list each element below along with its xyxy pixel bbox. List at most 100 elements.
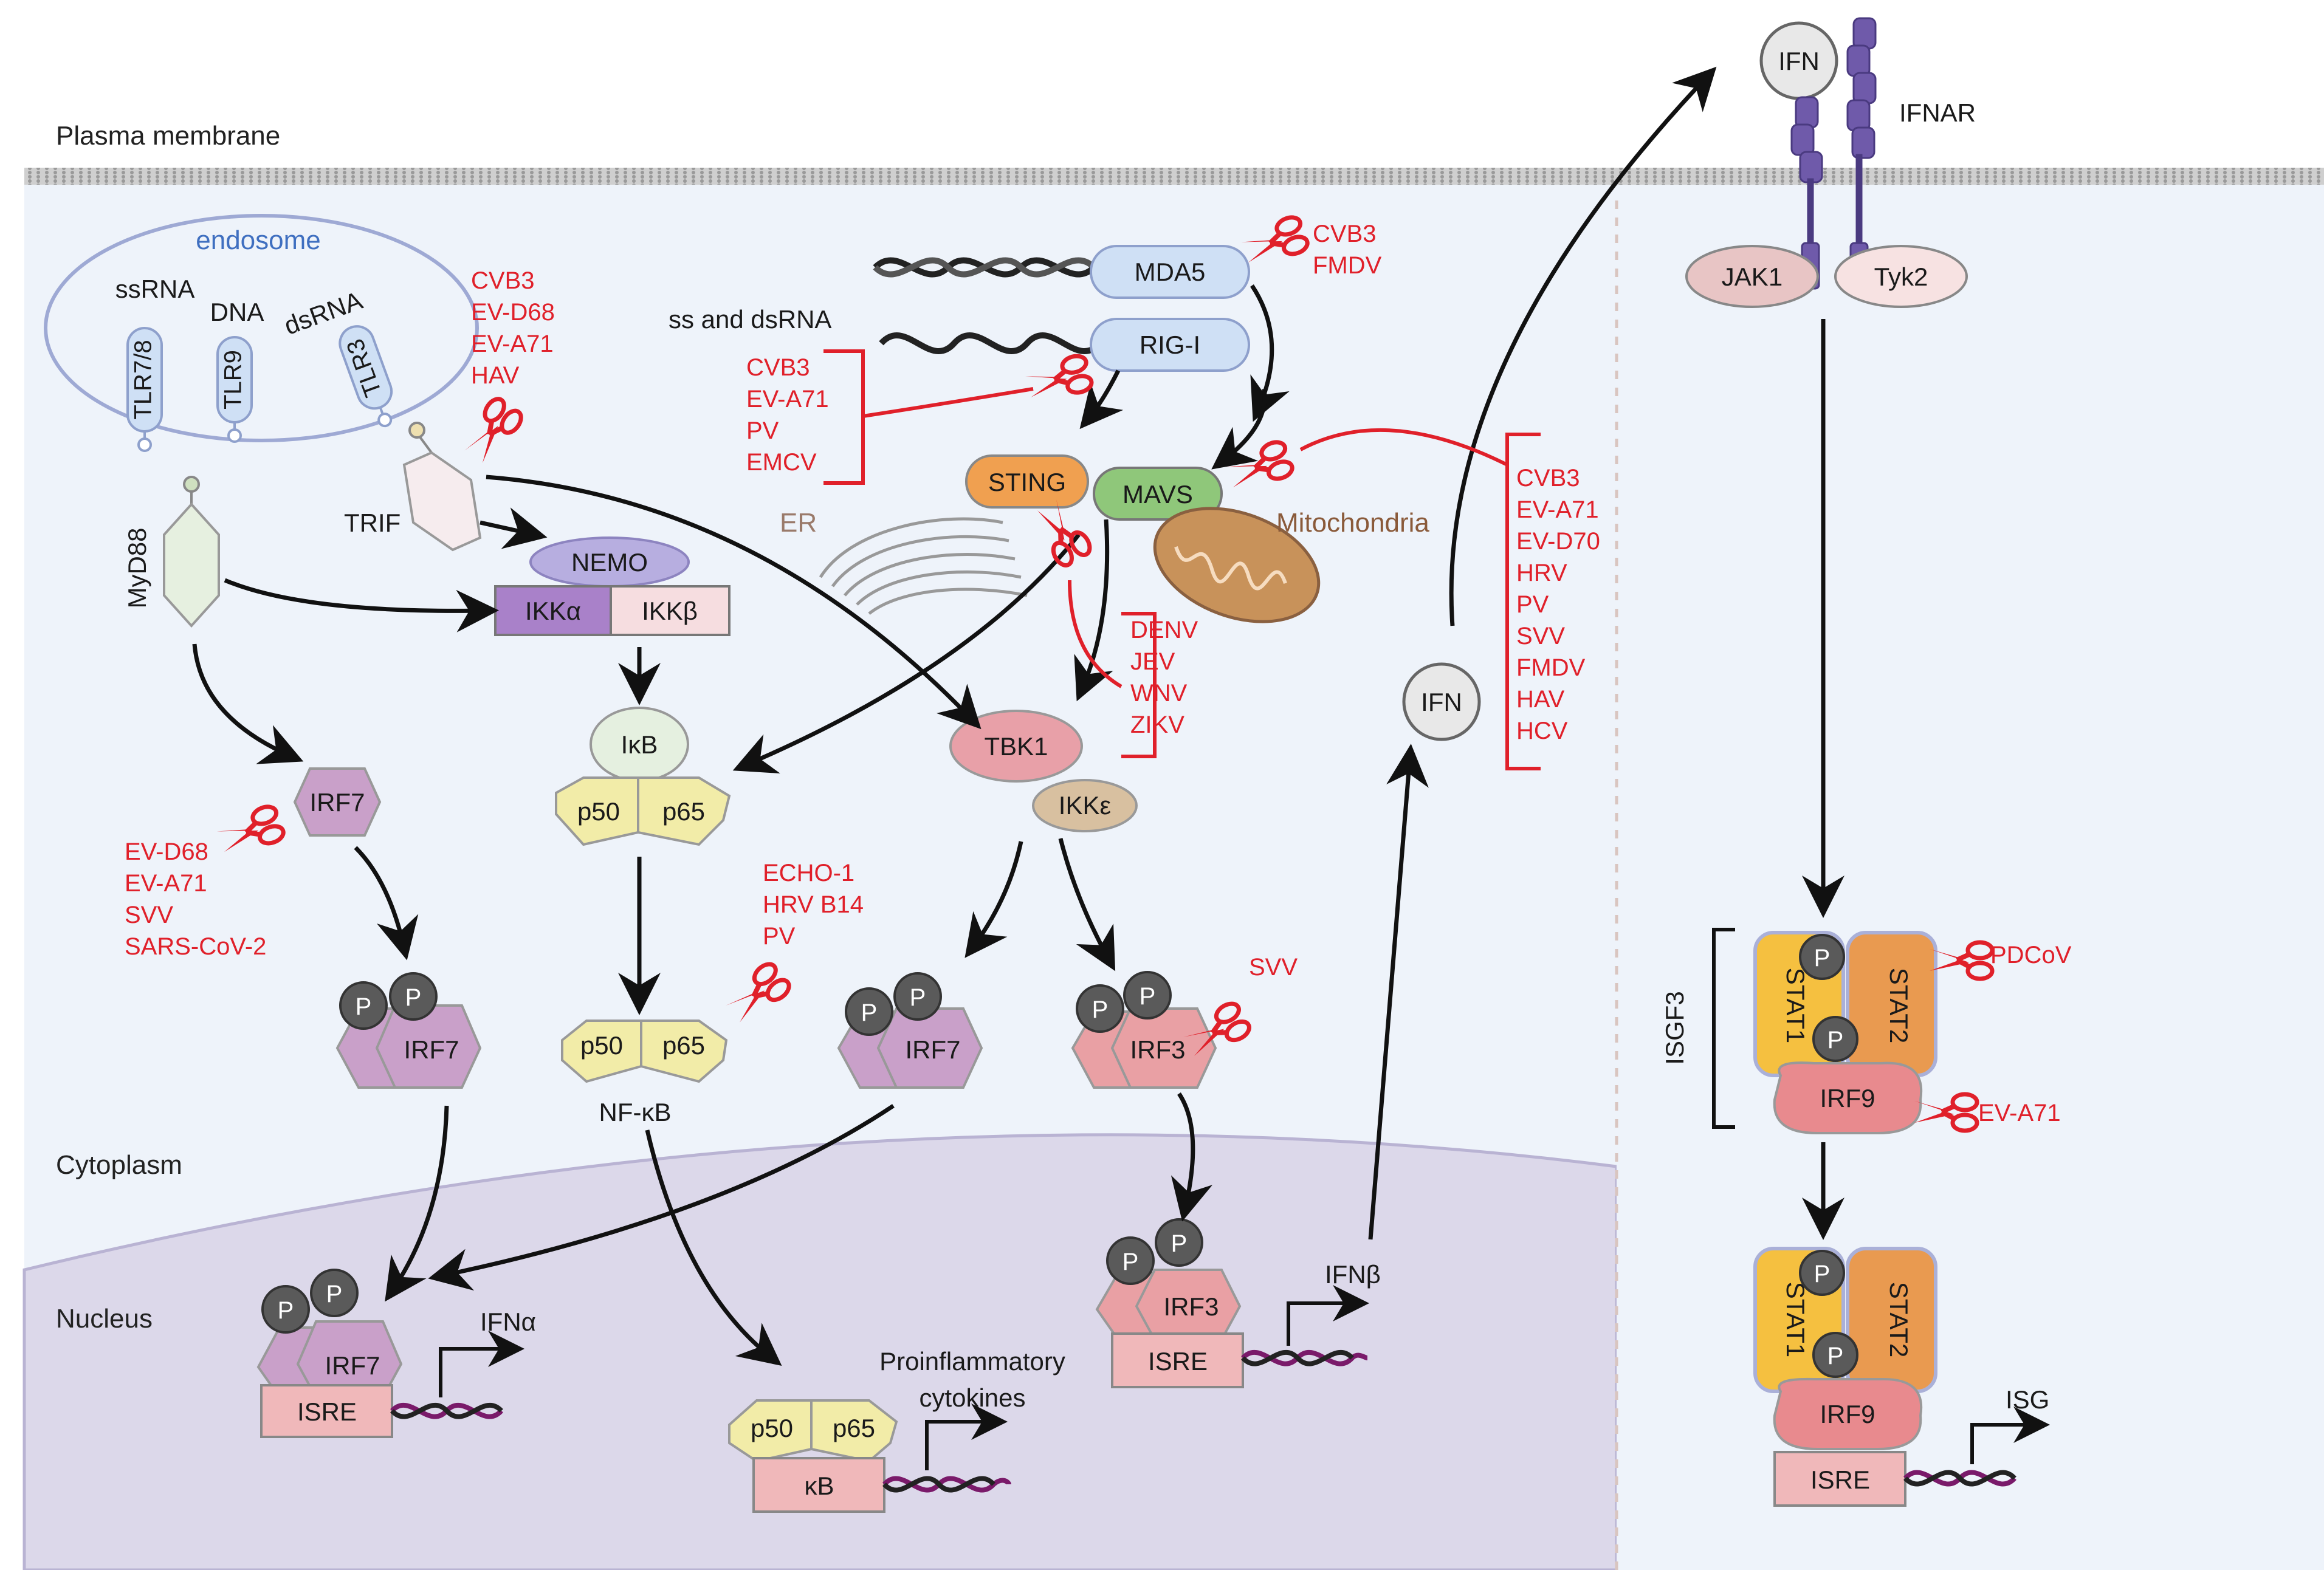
- plasma-membrane-label: Plasma membrane: [56, 121, 280, 151]
- jak1-label: JAK1: [1722, 262, 1783, 291]
- p6a: P: [1814, 945, 1831, 972]
- isg-label: ISG: [2006, 1385, 2049, 1414]
- cytoplasm-label: Cytoplasm: [56, 1150, 182, 1180]
- virus-mavs-7: HAV: [1516, 686, 1565, 713]
- scissors-layer: [216, 215, 1995, 1133]
- nemo-label: NEMO: [571, 548, 648, 577]
- scissors-icon-sting: [1037, 499, 1092, 567]
- virus-sting-2: WNV: [1130, 680, 1188, 707]
- p65-cyto: [637, 776, 731, 846]
- tlr9-receptor: TLR9: [216, 336, 253, 443]
- virus-mda5-1: FMDV: [1313, 252, 1382, 279]
- er-organelle: [819, 517, 1028, 615]
- er-label: ER: [780, 508, 817, 538]
- myd88-label: MyD88: [123, 527, 151, 608]
- p65-active: [640, 1020, 728, 1083]
- dsrna-helix: [873, 257, 1096, 278]
- virus-layer: CVB3EV-D68EV-A71HAVCVB3FMDVCVB3EV-A71PVE…: [125, 221, 2072, 1126]
- stat2-cyto-label: STAT2: [1885, 968, 1913, 1043]
- p65-nuclear: [810, 1399, 898, 1463]
- scissors-icon-mda5: [1240, 215, 1310, 263]
- scissors-icon-stat2: [1930, 940, 1995, 981]
- virus-stat2-0: PDCoV: [1990, 942, 2072, 968]
- p5b: P: [1171, 1230, 1188, 1257]
- scissors-icon-mavs: [1225, 440, 1294, 488]
- tlr78-receptor: TLR7/8: [126, 327, 163, 452]
- p2a: P: [861, 999, 878, 1026]
- trif-adaptor: [402, 422, 482, 552]
- ifn-secreted-label: IFN: [1421, 688, 1462, 716]
- virus-mavs-0: CVB3: [1516, 465, 1580, 492]
- virus-irf7-0: EV-D68: [125, 838, 208, 865]
- isre-isgf3-label: ISRE: [1810, 1465, 1870, 1494]
- p1b: P: [405, 984, 422, 1011]
- p1a: P: [356, 993, 372, 1020]
- p5a: P: [1122, 1249, 1139, 1275]
- p3b: P: [1140, 983, 1156, 1010]
- phospho-group-4: [261, 1269, 359, 1334]
- virus-tlr3-0: CVB3: [471, 267, 535, 294]
- rigi-label: RIG-I: [1140, 331, 1200, 359]
- tyk2: [1834, 245, 1968, 308]
- p65-cyto-label: p65: [662, 797, 705, 826]
- virus-rigi-0: CVB3: [746, 354, 810, 381]
- mavs-label: MAVS: [1122, 480, 1193, 509]
- virus-mavs-5: SVV: [1516, 623, 1565, 649]
- virus-mavs-6: FMDV: [1516, 654, 1586, 681]
- isre-irf7: [260, 1384, 393, 1438]
- ikkb-label: IKKβ: [642, 597, 698, 625]
- irf7-inactive: [293, 767, 382, 837]
- virus-irf7-2: SVV: [125, 902, 173, 928]
- virus-sting-1: JEV: [1130, 648, 1175, 675]
- stat1-phospho: [1799, 934, 1845, 980]
- virus-mavs-2: EV-D70: [1516, 528, 1600, 555]
- stat1-cyto-label: STAT1: [1781, 968, 1810, 1043]
- phospho-group-3: [1076, 971, 1172, 1033]
- dna-helix-1: [390, 1402, 503, 1419]
- kb-element: [752, 1457, 885, 1513]
- p6b: P: [1827, 1027, 1844, 1054]
- virus-sting-3: ZIKV: [1130, 711, 1184, 738]
- p65-active-label: p65: [662, 1031, 705, 1060]
- isre-isgf3: [1773, 1451, 1906, 1507]
- irf7-phospho-left-label: IRF7: [404, 1035, 459, 1064]
- ligand-ssrna: ssRNA: [115, 275, 195, 303]
- endosome: [44, 214, 479, 442]
- endosome-label: endosome: [196, 225, 320, 255]
- mda5-label: MDA5: [1135, 258, 1206, 286]
- phospho-group-2: [845, 972, 942, 1036]
- sting: [965, 454, 1089, 509]
- sting-label: STING: [988, 468, 1066, 496]
- nucleus-label: Nucleus: [56, 1304, 153, 1334]
- isre-irf3: [1111, 1332, 1244, 1388]
- ikke-label: IKKε: [1059, 791, 1111, 820]
- transcription-arrow-cytokines: [925, 1403, 1008, 1470]
- scissors-icon-p65: [725, 962, 791, 1023]
- p3a: P: [1092, 996, 1109, 1023]
- cytokines-label: cytokines: [919, 1383, 1025, 1412]
- myd88-adaptor: [163, 476, 220, 628]
- irf9-cyto: [1773, 1061, 1923, 1134]
- ligand-dna: DNA: [210, 298, 264, 326]
- stat2-nuclear-label: STAT2: [1885, 1282, 1913, 1357]
- nfkb-label: NF-κB: [599, 1098, 672, 1126]
- p2b: P: [910, 984, 926, 1011]
- virus-rigi-1: EV-A71: [746, 386, 829, 413]
- ifnar-label: IFNAR: [1899, 98, 1976, 127]
- stat1-nuc-phospho: [1799, 1250, 1845, 1296]
- virus-p65-1: HRV B14: [763, 891, 864, 918]
- p4a: P: [278, 1297, 294, 1324]
- mitochondria-label: Mitochondria: [1276, 508, 1429, 538]
- virus-irf7-1: EV-A71: [125, 870, 207, 897]
- ss-ds-rna-label: ss and dsRNA: [669, 305, 831, 334]
- tbk1: [949, 710, 1083, 783]
- ikke: [1032, 779, 1138, 832]
- trif-label: TRIF: [344, 509, 401, 537]
- tyk2-label: Tyk2: [1874, 262, 1928, 291]
- inhibition-lines: [823, 349, 1541, 770]
- p50-active-label: p50: [580, 1031, 623, 1060]
- stat2-phospho: [1812, 1016, 1858, 1062]
- transcription-arrow-isg: [1970, 1407, 2050, 1464]
- irf9-cyto-label: IRF9: [1820, 1084, 1875, 1112]
